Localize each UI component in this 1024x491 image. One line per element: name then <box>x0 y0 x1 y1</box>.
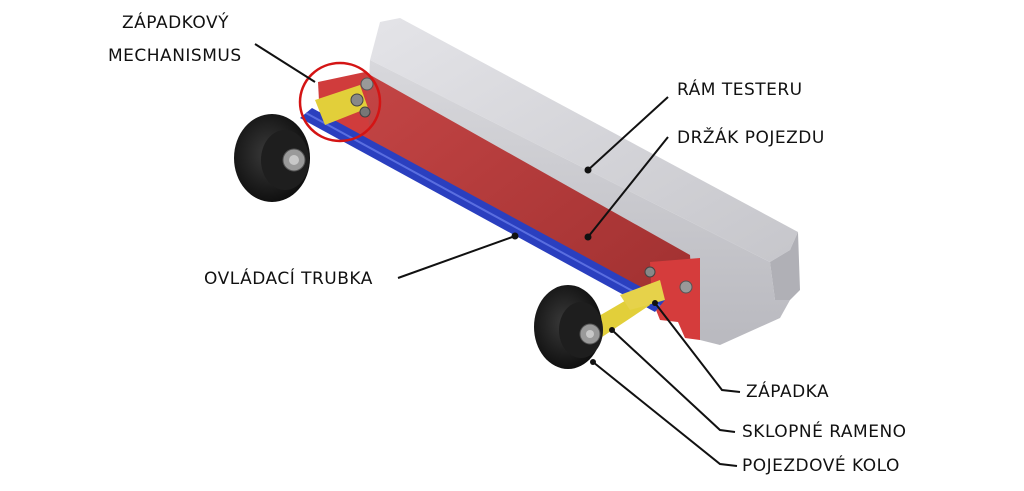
operating-tube <box>300 108 665 312</box>
right-wheel <box>534 285 603 369</box>
label-zapadka: ZÁPADKA <box>746 382 830 402</box>
leader-dots <box>511 166 658 365</box>
leader-lines <box>254 43 741 467</box>
leader-rameno <box>611 329 736 433</box>
leader-ram <box>587 96 669 171</box>
label-drzak-pojezdu: DRŽÁK POJEZDU <box>677 128 825 148</box>
left-wheel <box>234 114 310 202</box>
label-zapadkovy-line1: ZÁPADKOVÝ <box>122 13 229 33</box>
label-sklopne-rameno: SKLOPNÉ RAMENO <box>742 422 907 442</box>
ratchet-mechanism-parts <box>315 77 374 125</box>
leader-zapadka <box>654 302 741 393</box>
ratchet-highlight-circle <box>298 61 382 143</box>
label-ovladaci-trubka: OVLÁDACÍ TRUBKA <box>204 269 373 289</box>
leader-drzak <box>587 136 669 238</box>
leader-kolo <box>592 361 738 467</box>
leader-trubka <box>397 235 516 279</box>
label-ram-testeru: RÁM TESTERU <box>677 80 803 100</box>
label-zapadkovy-line2: MECHANISMUS <box>108 46 242 66</box>
leader-zapadkovy <box>254 43 316 83</box>
label-pojezdove-kolo: POJEZDOVÉ KOLO <box>742 456 900 476</box>
